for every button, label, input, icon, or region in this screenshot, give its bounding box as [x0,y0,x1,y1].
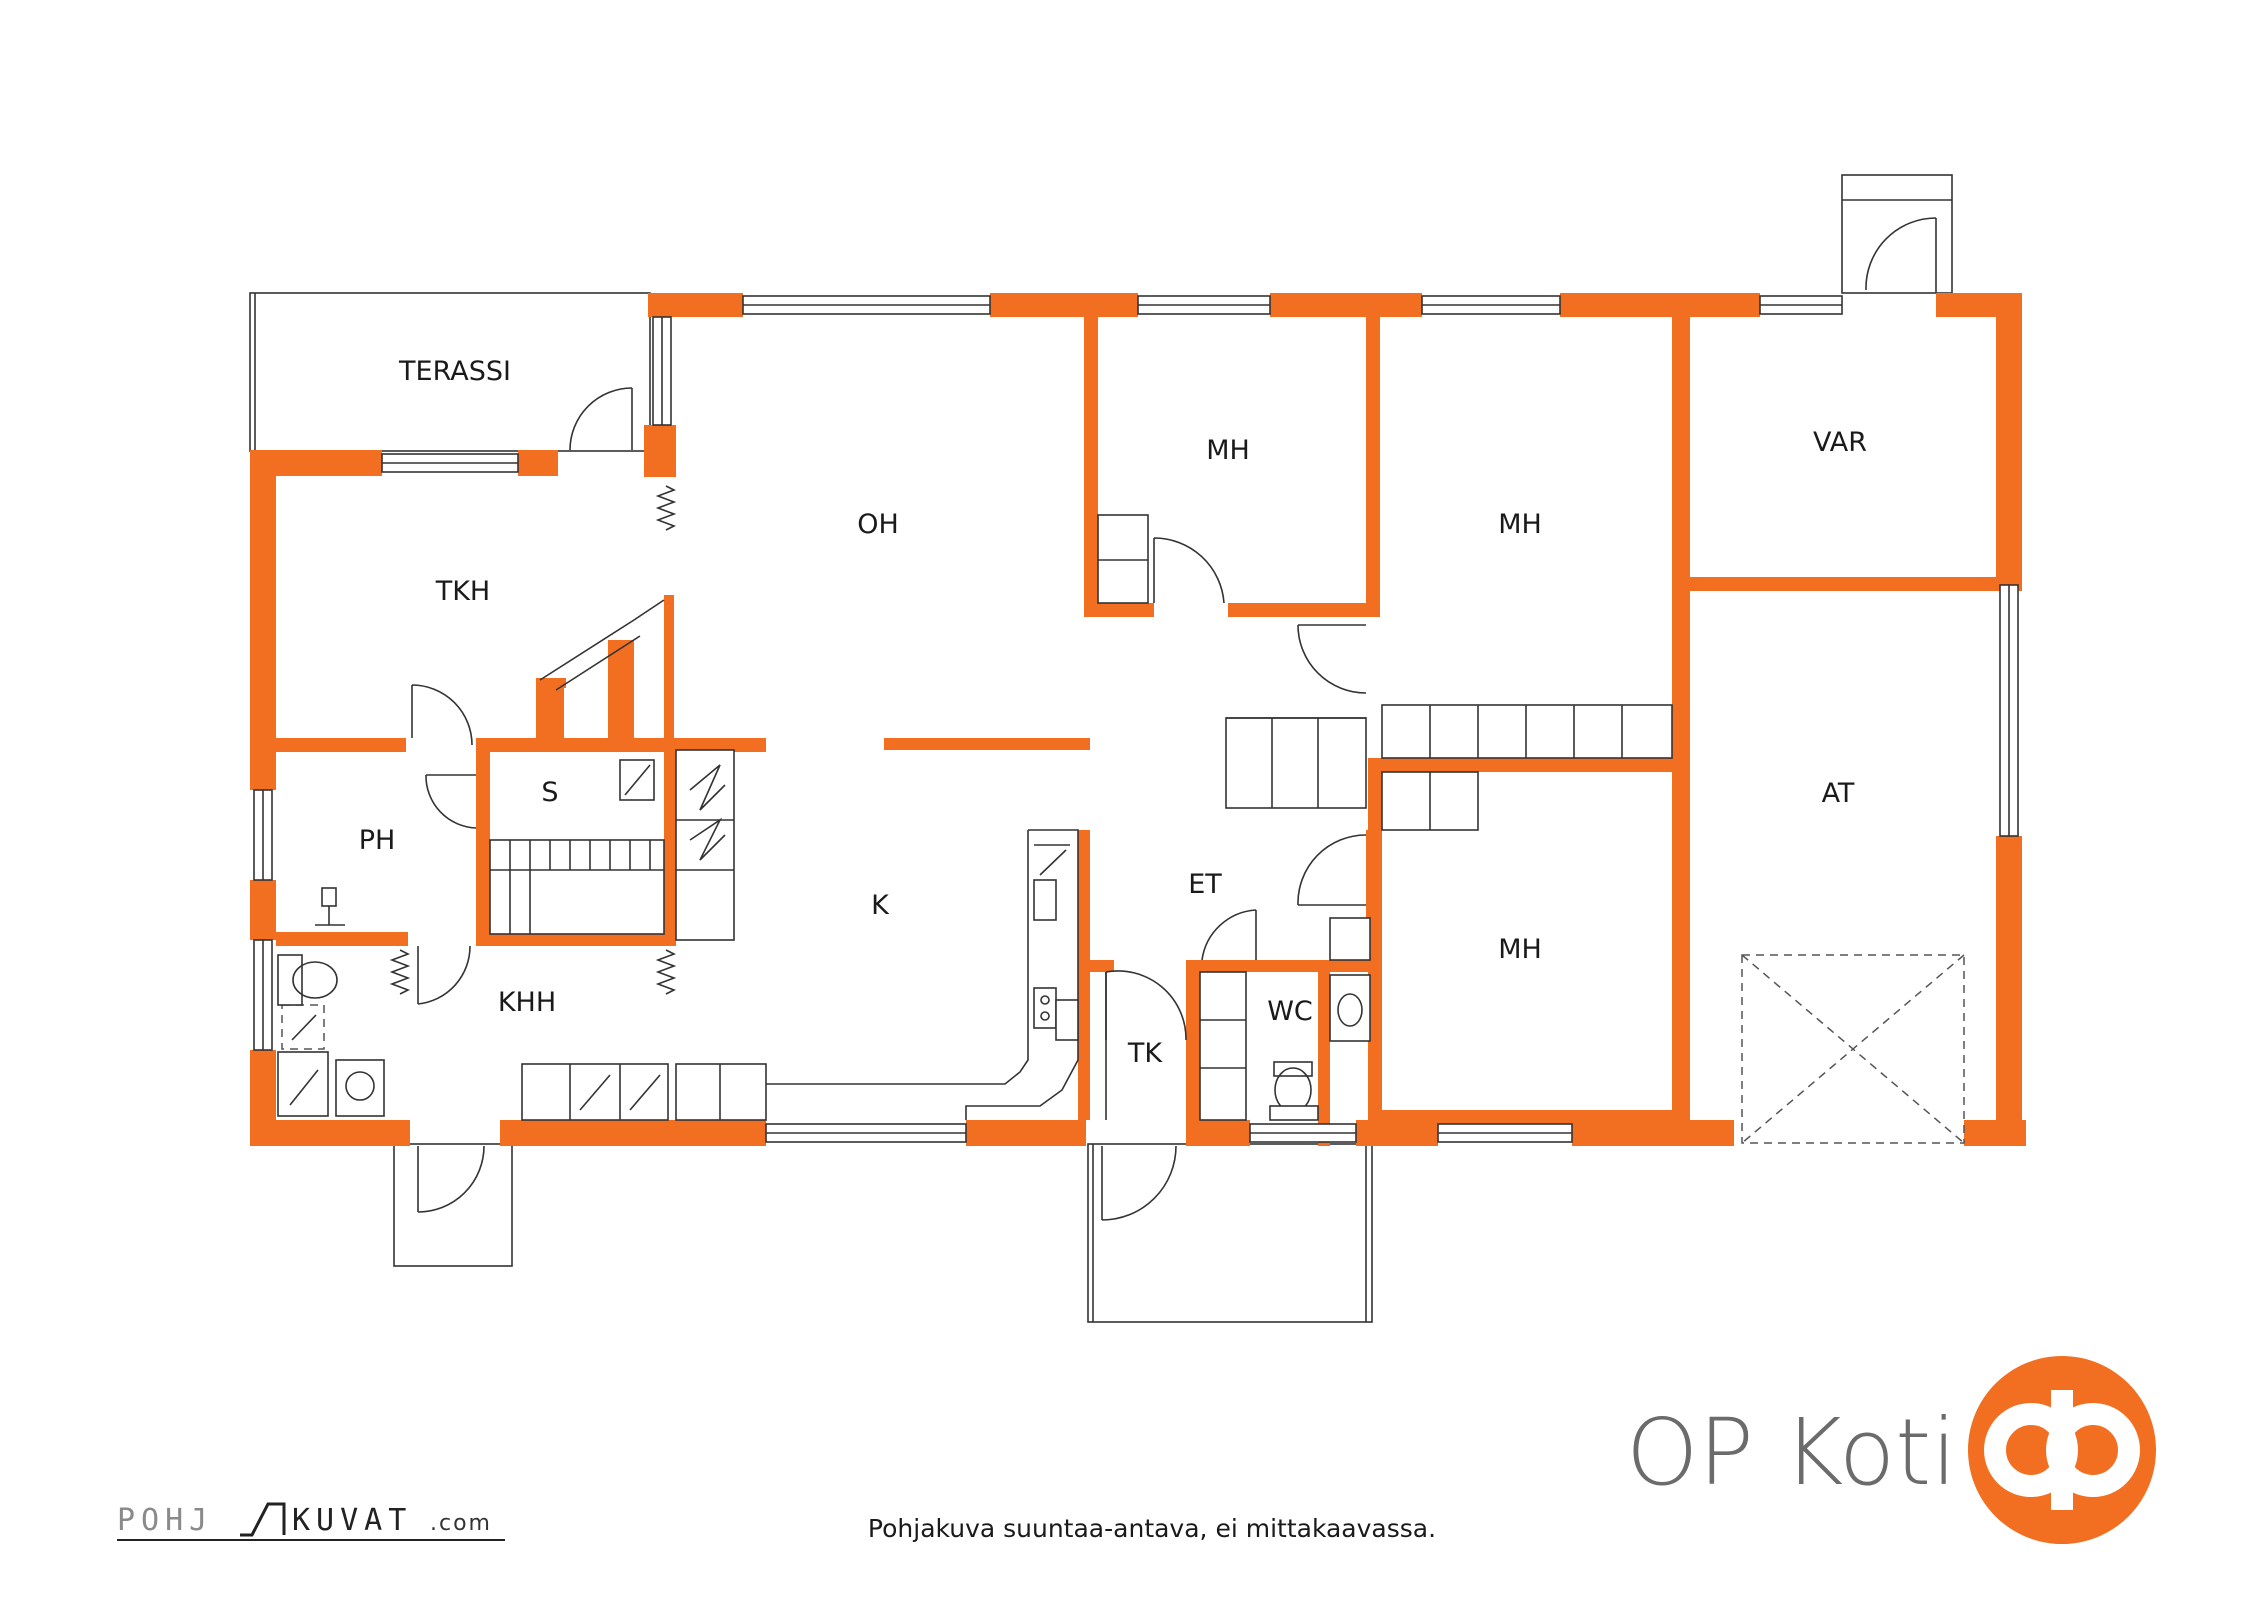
disclaimer-text: Pohjakuva suuntaa-antava, ei mittakaavas… [868,1514,1436,1543]
brand-name: OP Koti [1626,1399,1957,1506]
room-label-mh-1: MH [1206,435,1250,466]
room-label-k: K [871,890,890,921]
credit-domain: .com [430,1511,492,1536]
terrace-outline [249,292,651,452]
room-label-tkh: TKH [435,576,491,607]
porch-outline [393,1143,513,1267]
pohjakuvat-credit: POHJ KUVAT .com [117,1502,505,1541]
walls [250,293,2026,1146]
room-label-mh-3: MH [1498,934,1542,965]
room-label-khh: KHH [498,987,556,1018]
room-label-terassi: TERASSI [398,356,511,387]
doors [411,217,1937,1221]
room-label-s: S [541,777,558,808]
room-label-oh: OH [857,509,899,540]
room-label-mh-2: MH [1498,509,1542,540]
room-label-et: ET [1188,869,1222,900]
room-label-var: VAR [1813,427,1867,458]
windows [253,295,2019,1143]
room-label-at: AT [1822,778,1855,809]
op-logo [1968,1356,2156,1544]
porch-outline [1841,174,1953,294]
room-label-tk: TK [1127,1038,1163,1069]
credit-suffix: KUVAT [292,1503,412,1538]
room-labels: TERASSI TKH OH MH MH MH VAR AT S PH K ET… [359,356,1867,1069]
op-koti-branding: OP Koti [1626,1356,2156,1544]
fixtures [277,485,1965,1144]
credit-mark [240,1502,286,1537]
credit-prefix: POHJ [117,1503,213,1538]
room-label-wc: WC [1267,996,1313,1027]
porch-outline [1087,1143,1373,1323]
room-label-ph: PH [359,825,396,856]
